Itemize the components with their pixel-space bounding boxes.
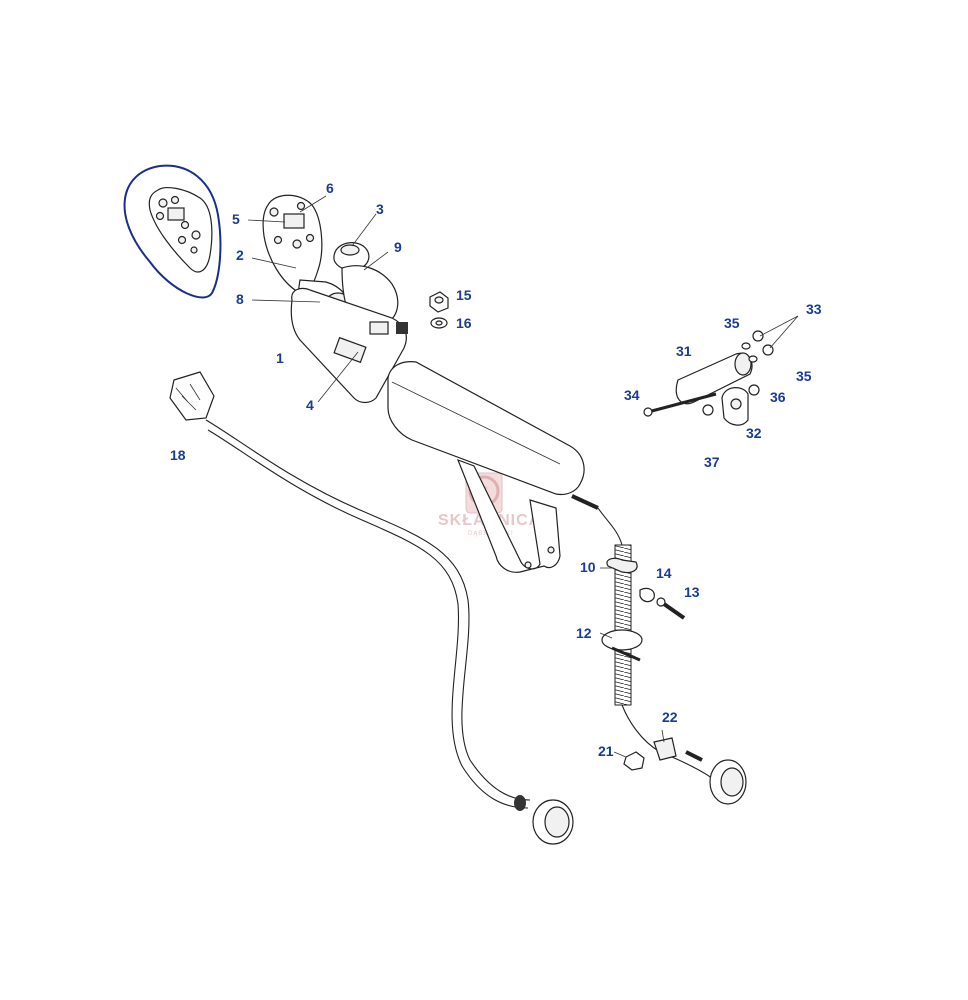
callout-12: 12 (576, 625, 592, 641)
callout-4: 4 (306, 397, 314, 413)
leader-lines (247, 195, 799, 758)
callout-35-top: 35 (724, 315, 740, 331)
callout-8: 8 (236, 291, 244, 307)
wiring-harness-18 (169, 371, 574, 845)
callout-1: 1 (276, 350, 284, 366)
nut-washer-15-16 (429, 291, 449, 329)
callout-14: 14 (656, 565, 672, 581)
callout-labels: 1 2 3 4 5 6 8 9 10 12 13 14 15 16 18 21 … (170, 180, 822, 759)
nut-21 (623, 751, 645, 771)
callout-31: 31 (676, 343, 692, 359)
callout-32: 32 (746, 425, 762, 441)
nut-37 (702, 404, 714, 416)
keypad-detail (148, 187, 213, 273)
keypad-detail-highlight (123, 164, 222, 299)
washer-14 (639, 587, 655, 603)
callout-9: 9 (394, 239, 402, 255)
callout-22: 22 (662, 709, 678, 725)
callout-33: 33 (806, 301, 822, 317)
callout-18: 18 (170, 447, 186, 463)
callout-2: 2 (236, 247, 244, 263)
callout-34: 34 (624, 387, 640, 403)
joystick-armrest-assembly (262, 194, 599, 573)
callout-10: 10 (580, 559, 596, 575)
screw-13 (662, 602, 686, 620)
bolt-34 (647, 392, 717, 414)
sleeved-cable (597, 507, 747, 805)
spring-sleeve (614, 544, 632, 706)
bracket-kit (643, 330, 774, 426)
harness-connector-board (169, 371, 215, 421)
nut-36 (748, 384, 760, 396)
callout-37: 37 (704, 454, 720, 470)
callout-5: 5 (232, 211, 240, 227)
callout-6: 6 (326, 180, 334, 196)
callout-15: 15 (456, 287, 472, 303)
callout-13: 13 (684, 584, 700, 600)
callout-35-bottom: 35 (796, 368, 812, 384)
callout-36: 36 (770, 389, 786, 405)
callout-3: 3 (376, 201, 384, 217)
callout-21: 21 (598, 743, 614, 759)
callout-16: 16 (456, 315, 472, 331)
